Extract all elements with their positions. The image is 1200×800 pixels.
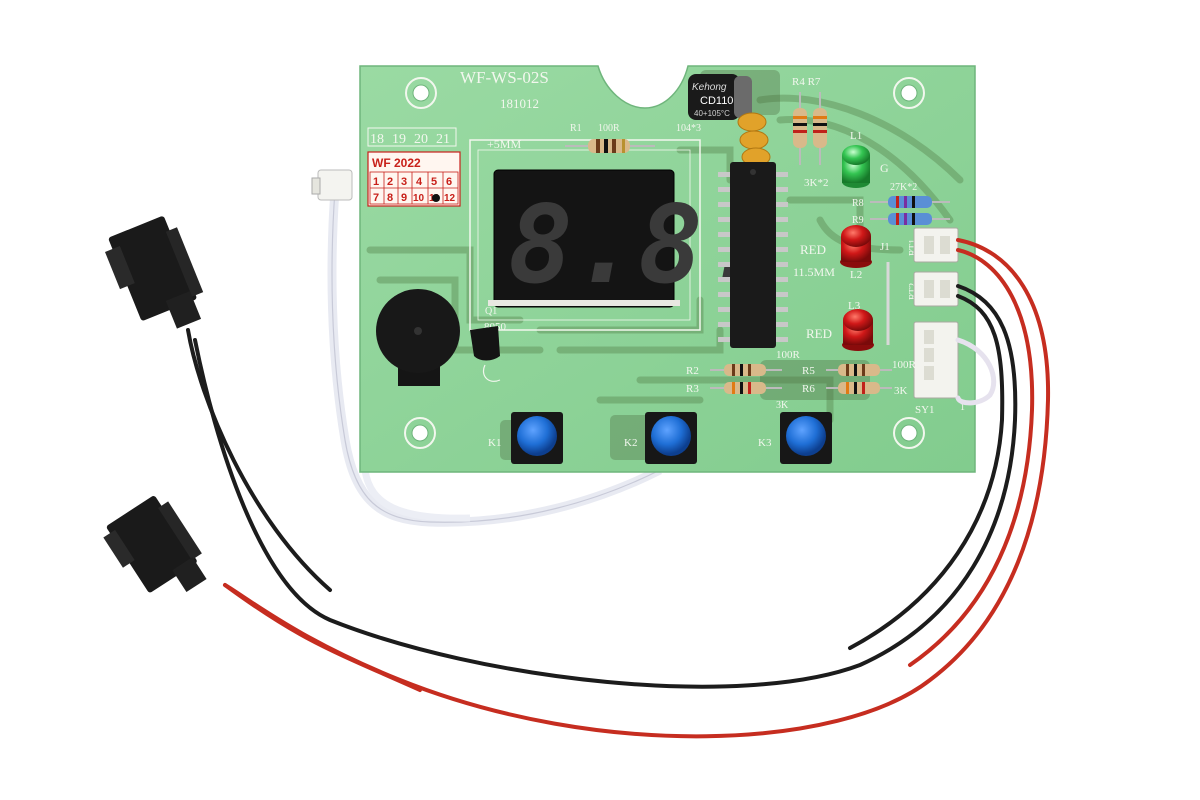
white-plug	[317, 169, 353, 201]
r6-value: 3K	[894, 385, 908, 397]
r8r9-value: 27K*2	[890, 182, 917, 193]
electrolytic-capacitor: Kehong CD110 40+105°C	[688, 74, 752, 120]
svg-text:20: 20	[414, 132, 428, 147]
svg-text:12: 12	[444, 193, 456, 204]
sticker-punch-mark	[432, 194, 440, 202]
r5r6-value: 100R	[892, 359, 917, 371]
svg-text:CD110: CD110	[700, 95, 733, 107]
connector-sy1	[913, 321, 959, 399]
resistors-r8-r9	[870, 196, 950, 225]
k1-label: K1	[488, 437, 501, 449]
led-l3-red	[842, 309, 874, 351]
wire-harness	[186, 238, 1051, 739]
wire-red-left	[223, 583, 422, 692]
svg-text:8: 8	[387, 192, 393, 204]
svg-text:40+105°C: 40+105°C	[694, 109, 730, 118]
wire-black-rt2	[193, 284, 1018, 689]
button-k3[interactable]: K3	[758, 412, 832, 464]
resistors-r4-r7	[793, 92, 827, 165]
svg-text:1: 1	[373, 176, 379, 188]
svg-text:Kehong: Kehong	[692, 82, 727, 93]
ceramic-capacitors	[737, 112, 771, 167]
buzzer	[376, 289, 460, 386]
wire-white-sy1	[955, 337, 997, 406]
svg-text:5: 5	[431, 176, 437, 188]
connector-rt1	[913, 227, 959, 263]
l2-color: RED	[800, 242, 826, 257]
svg-text:10: 10	[413, 193, 425, 204]
cap-group-label: 104*3	[676, 123, 701, 134]
model-label: WF-WS-02S	[460, 68, 549, 87]
resistors-r5-r6	[826, 364, 892, 394]
sy1-label: SY1	[915, 404, 935, 416]
white-ribbon-cable-lower	[361, 469, 471, 522]
ic-chip	[718, 162, 788, 348]
j1-label: J1	[880, 241, 890, 253]
r1-label: R1	[570, 123, 582, 134]
white-ribbon-cable-edge	[331, 189, 661, 523]
r2-value: 100R	[776, 349, 801, 361]
svg-text:2: 2	[387, 176, 393, 188]
display-digits: 8.8.	[508, 183, 768, 308]
connector-rt2	[913, 271, 959, 307]
svg-text:7: 7	[373, 192, 379, 204]
l2-label: L2	[850, 269, 862, 281]
k3-label: K3	[758, 437, 772, 449]
resistors-r2-r3	[710, 364, 782, 394]
wire-black-left	[186, 328, 332, 592]
l3-label: L3	[848, 300, 861, 312]
r4r7-label: R4 R7	[792, 76, 821, 88]
l3-color: RED	[806, 326, 832, 341]
led-l2-red	[840, 225, 872, 268]
l1-label: L1	[850, 130, 862, 142]
button-k2[interactable]: K2	[624, 412, 697, 464]
k2-label: K2	[624, 437, 637, 449]
button-k1[interactable]: K1	[488, 412, 563, 464]
week-digits: 18 19 20 21	[367, 127, 457, 147]
transistor-q1	[470, 326, 500, 361]
svg-text:4: 4	[416, 176, 423, 188]
l1-color: G	[880, 161, 889, 175]
wire-black-rt2b	[848, 294, 1005, 650]
svg-text:6: 6	[446, 176, 452, 188]
led-l1-green	[842, 145, 870, 188]
date-sticker: WF 2022 1 2 3 4 5 6 7 8 9 10 11 12	[367, 151, 461, 207]
r1-value: 100R	[598, 123, 620, 134]
svg-text:19: 19	[392, 132, 406, 147]
svg-text:3: 3	[401, 176, 407, 188]
date-code: 181012	[500, 96, 539, 111]
r4r7-value: 3K*2	[804, 177, 828, 189]
wire-red-rt1b	[908, 248, 1035, 667]
display-outline	[469, 139, 701, 331]
svg-text:21: 21	[436, 132, 450, 147]
k3-value: 3K	[776, 400, 789, 411]
display-label: +5MM	[487, 137, 521, 151]
black-plug-upper	[105, 216, 204, 329]
svg-text:18: 18	[370, 132, 384, 147]
r8-label: R8	[852, 198, 864, 209]
svg-text:WF 2022: WF 2022	[372, 156, 421, 170]
r5-label: R5	[802, 365, 815, 377]
q1-label: Q1	[485, 306, 497, 317]
resistor-r1	[565, 139, 655, 153]
black-plug-lower	[103, 496, 207, 593]
r3-label: R3	[686, 383, 699, 395]
mounting-holes	[404, 77, 925, 449]
svg-text:9: 9	[401, 192, 407, 204]
led-size-label: 11.5MM	[793, 265, 835, 279]
sy1-pin-label: 1	[960, 402, 965, 413]
r9-label: R9	[852, 215, 864, 226]
r2-label: R2	[686, 365, 699, 377]
r6-label: R6	[802, 383, 815, 395]
